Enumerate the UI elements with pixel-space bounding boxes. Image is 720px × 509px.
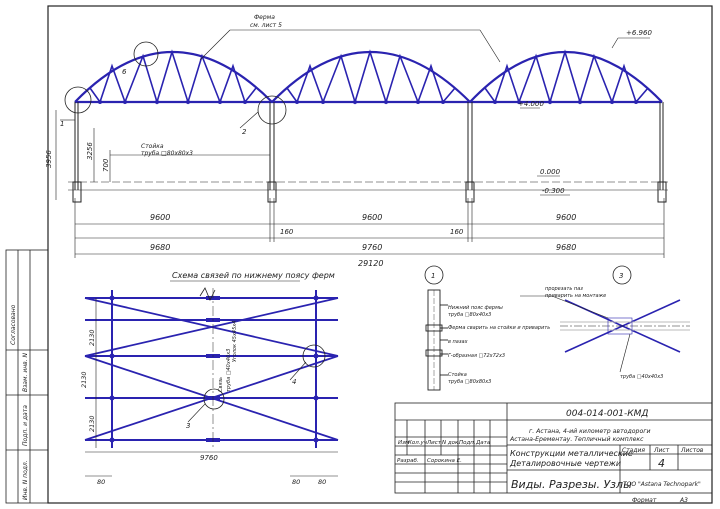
level-zero: 0.000	[540, 168, 561, 176]
node-3-detail: 3 прорезать паз приварить на монтаже тру…	[520, 265, 690, 380]
name-razrab: Сорокина Е.	[427, 458, 462, 464]
tie-label: Связь	[218, 377, 224, 392]
callout-2-label: 2	[242, 128, 247, 136]
height-column: 3256	[86, 142, 94, 160]
strip-field-1: Согласовано	[10, 304, 17, 345]
span-2: 9600	[362, 213, 382, 222]
column-note-1: Стойка	[141, 143, 164, 150]
node-3-note-2: приварить на монтаже	[545, 293, 606, 299]
truss-web-2	[286, 49, 456, 105]
total-length: 29120	[358, 259, 383, 268]
truss-web-3	[484, 49, 649, 105]
sheet-header: Лист	[653, 447, 670, 454]
col-list: Лист	[426, 440, 442, 446]
format-value: А3	[679, 497, 688, 504]
node-1-plate-note: Г-образная □72х72х3	[448, 353, 505, 359]
node-3-callout-circle	[612, 265, 632, 285]
sheet-number: 4	[658, 457, 665, 470]
truss-note-line-1: Ферма	[254, 14, 275, 21]
dim-left: 80	[97, 478, 105, 486]
sheet-title: Виды. Разрезы. Узлы	[511, 478, 632, 491]
strip-field-4: Инв. N подл.	[22, 460, 29, 500]
doc-code: 004-014-001-КМД	[566, 409, 648, 419]
level-4000: +4.000	[518, 100, 544, 108]
dim-vertical-2: 2130	[80, 371, 88, 388]
span-1: 9600	[150, 213, 170, 222]
callout-6-circle	[133, 41, 159, 67]
height-base: 700	[102, 158, 110, 172]
node-1-detail: 1 Нижний пояс фермы труба □80х40х3 Ферма…	[424, 265, 550, 391]
dim-horizontal: 9760	[200, 454, 218, 462]
node-3-callout: 3	[619, 272, 623, 280]
callout-2-circle	[257, 95, 287, 125]
bracing-angle-label: Уголок 45х45х4	[232, 321, 238, 362]
callout-6-label: 6	[122, 68, 127, 76]
node-3-note-1: прорезать паз	[545, 286, 583, 292]
node-1-column-note-2: труба □80х80х3	[448, 379, 491, 385]
callout-1-circle	[64, 86, 92, 114]
callout-4-label: 4	[292, 378, 296, 386]
node-1-truss-note-2: труба □80х40х3	[448, 312, 491, 318]
col-izm: Изм	[398, 440, 409, 446]
subject-line-1: Конструкции металлические	[510, 449, 633, 458]
node-3-pipe-note: труба □40х40х3	[620, 374, 663, 380]
row-razrab: Разраб.	[397, 458, 419, 464]
sheets-header: Листов	[680, 447, 704, 454]
node-1-callout-circle	[424, 265, 444, 285]
column-note-2: труба □80х80х3	[141, 150, 193, 157]
dim-right: 80	[292, 478, 300, 486]
bracing-title: Схема связей по нижнему поясу ферм	[172, 271, 335, 280]
node-1-callout: 1	[431, 272, 435, 280]
axis-dim-1: 9680	[150, 243, 170, 252]
elevation-view: Ферма см. лист 5 +6.960 +4.000 0.000 -0.…	[45, 14, 668, 268]
node-1-truss-note-1: Нижний пояс фермы	[448, 305, 503, 311]
truss-note-line-2: см. лист 5	[250, 22, 282, 29]
tie-spec: труба □40х40х3	[226, 349, 232, 392]
axis-dim-2: 9760	[362, 243, 382, 252]
col-ndok: N док.	[442, 440, 460, 446]
left-side-strip	[5, 249, 49, 504]
subject-line-2: Деталировочные чертежи	[509, 459, 621, 468]
organization: ТОО "Astana Technopark"	[623, 481, 701, 488]
level-top: +6.960	[626, 29, 652, 37]
callout-3-label: 3	[186, 422, 190, 430]
title-block	[394, 402, 713, 494]
node-1-column-note-1: Стойка	[448, 372, 467, 378]
strip-field-3: Подп. и дата	[22, 405, 29, 446]
strip-field-2: Взам. инв. N	[22, 353, 29, 392]
col-data: Дата	[475, 440, 491, 446]
callout-3-circle	[203, 388, 225, 410]
height-total: 3956	[45, 150, 53, 168]
location-line-2: Астана-Ерементау. Тепличный комплекс	[509, 436, 644, 443]
stage-header: Стадия	[622, 447, 645, 454]
axis-dim-3: 9680	[556, 243, 576, 252]
callout-1-label: 1	[60, 120, 64, 128]
dim-vertical-1: 2130	[88, 329, 96, 346]
dim-vertical-3: 2130	[88, 415, 96, 432]
node-1-weld-note-2: в пазах	[448, 339, 468, 345]
gap-1: 160	[280, 228, 294, 236]
level-minus: -0.300	[542, 187, 565, 195]
callout-4-circle	[302, 344, 326, 368]
col-podp: Подп.	[459, 440, 476, 446]
span-3: 9600	[556, 213, 576, 222]
format-label: Формат	[632, 497, 657, 504]
bracing-plan: Схема связей по нижнему поясу ферм	[80, 271, 339, 486]
dim-mid: 80	[318, 478, 326, 486]
col-kol: Кол.уч	[408, 440, 428, 446]
truss-web-1	[89, 49, 257, 105]
node-1-weld-note-1: Ферма сварить на стойки и приварить	[448, 325, 550, 331]
gap-2: 160	[450, 228, 464, 236]
location-line-1: г. Астана, 4-ий километр автодороги	[529, 428, 651, 435]
